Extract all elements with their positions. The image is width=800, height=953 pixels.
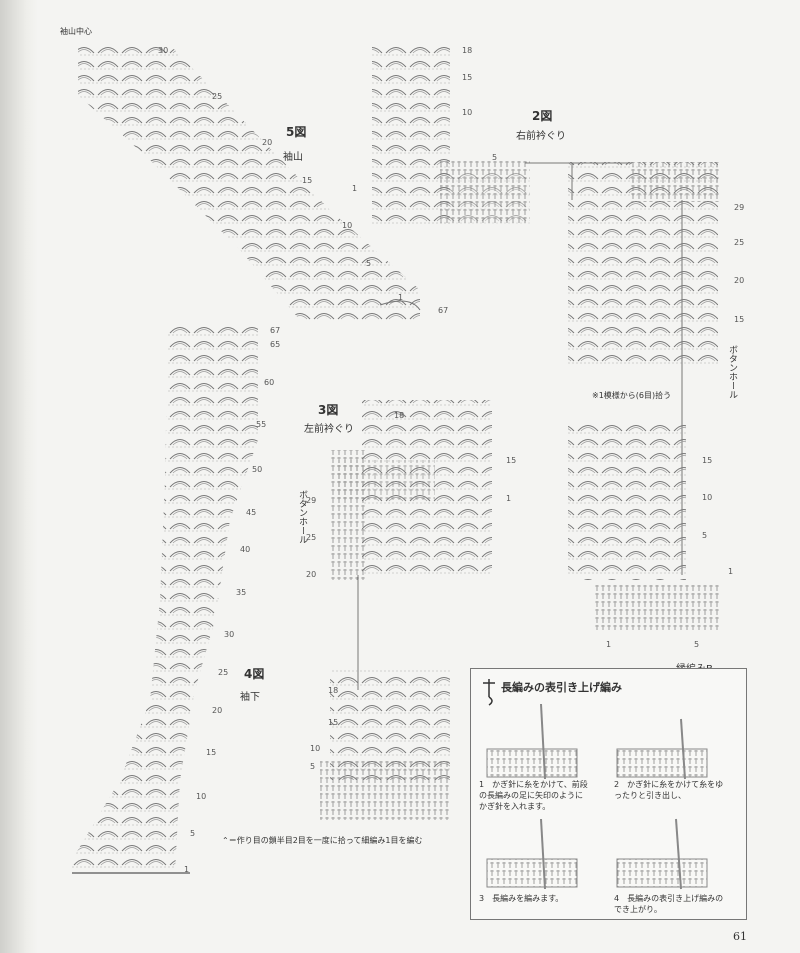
step-number: 1 <box>479 780 485 789</box>
book-gutter <box>0 0 38 953</box>
buttonhole-label-right: ボタンホール <box>727 345 737 399</box>
fig5-row-marker: 15 <box>302 176 313 185</box>
fig2-row-marker: 10 <box>462 108 473 117</box>
step-text: かぎ針に糸をかけて糸をゆったりと引き出し、 <box>614 780 724 800</box>
bottom-center-chart <box>320 670 450 820</box>
fig4-title: 4図 <box>244 667 265 681</box>
technique-illustrations <box>486 703 708 890</box>
fig4-row-marker: 5 <box>190 829 196 838</box>
fig3-row-marker: 29 <box>306 496 317 505</box>
lower-right-chart <box>568 425 720 630</box>
step-number: 4 <box>614 894 620 903</box>
fig4-row-marker: 30 <box>224 630 235 639</box>
fig2-row-marker: 5 <box>492 153 498 162</box>
lower-right-row-marker: 5 <box>702 531 708 540</box>
right-panel-row-marker: 29 <box>734 203 745 212</box>
step-2: 2 かぎ針に糸をかけて糸をゆったりと引き出し、 <box>614 779 724 801</box>
fig5-name: 袖山 <box>283 152 303 163</box>
fig4-row-marker: 45 <box>246 508 257 517</box>
fig3-row-marker: 20 <box>306 570 317 579</box>
pickup-note: ※1模様から(6目)拾う <box>592 391 672 400</box>
fig2-chart <box>372 45 530 225</box>
fig4-row-marker: 10 <box>196 792 207 801</box>
step-text: かぎ針に糸をかけて、前段の長編みの足に矢印のようにかぎ針を入れます。 <box>479 780 588 811</box>
fig5-title: 5図 <box>286 125 307 139</box>
fig3-row-marker: 15 <box>506 456 517 465</box>
lower-right-row-marker: 1 <box>606 640 612 649</box>
fig5-row-marker: 25 <box>212 92 223 101</box>
bottom-center-row-marker: 5 <box>310 762 316 771</box>
inset-title: 長編みの表引き上げ編み <box>501 681 622 694</box>
footnote: ⌃＝作り目の鎖半目2目を一度に拾って細編み1目を編む <box>222 836 423 845</box>
fig4-row-marker: 67 <box>270 326 281 335</box>
fig3-row-marker: 1 <box>506 494 512 503</box>
fig4-row-marker: 15 <box>206 748 217 757</box>
step-3: 3 長編みを編みます。 <box>479 893 589 904</box>
fig2-row-marker: 18 <box>462 46 473 55</box>
step-number: 3 <box>479 894 485 903</box>
fig2-title: 2図 <box>532 109 553 123</box>
lower-right-row-marker: 1 <box>728 567 734 576</box>
fig4-row-marker: 35 <box>236 588 247 597</box>
fig5-row-marker: 10 <box>342 221 353 230</box>
fig4-row-marker: 60 <box>264 378 275 387</box>
fig5-row-marker: 20 <box>262 138 273 147</box>
stitch-symbol-icon <box>483 679 495 706</box>
fig3-title: 3図 <box>318 403 339 417</box>
fig2-row-marker: 1 <box>352 184 358 193</box>
fig5-row-marker: 67 <box>438 306 449 315</box>
step-4: 4 長編みの表引き上げ編みのでき上がり。 <box>614 893 724 915</box>
fig5-chart <box>78 45 421 320</box>
bottom-center-row-marker: 10 <box>310 744 321 753</box>
fig4-row-marker: 1 <box>184 865 190 874</box>
lower-right-row-marker: 10 <box>702 493 713 502</box>
fig4-name: 袖下 <box>240 692 260 703</box>
buttonhole-label-left: ボタンホール <box>297 490 307 544</box>
fig5-row-marker: 5 <box>366 259 372 268</box>
fig4-chart <box>72 322 258 874</box>
right-panel-row-marker: 25 <box>734 238 745 247</box>
step-1: 1 かぎ針に糸をかけて、前段の長編みの足に矢印のようにかぎ針を入れます。 <box>479 779 589 812</box>
sleeve-cap-center-label: 袖山中心 <box>60 27 92 36</box>
bottom-center-row-marker: 18 <box>328 686 339 695</box>
fig4-row-marker: 65 <box>270 340 281 349</box>
fig4-row-marker: 55 <box>256 420 267 429</box>
fig5-row-marker: 30 <box>158 46 169 55</box>
fig3-chart <box>330 400 492 690</box>
lower-right-row-marker: 15 <box>702 456 713 465</box>
fig2-row-marker: 15 <box>462 73 473 82</box>
technique-inset: 長編みの表引き上げ編み 1 かぎ針に糸をかけて、前段の長編みの足に矢印のようにか… <box>470 668 747 920</box>
fig2-name: 右前衿ぐり <box>516 131 566 142</box>
right-panel-row-marker: 20 <box>734 276 745 285</box>
fig4-row-marker: 25 <box>218 668 229 677</box>
page-number: 61 <box>733 930 747 943</box>
step-number: 2 <box>614 780 620 789</box>
fig3-name: 左前衿ぐり <box>304 424 354 435</box>
step-text: 長編みの表引き上げ編みのでき上がり。 <box>614 894 724 914</box>
bottom-center-row-marker: 15 <box>328 718 339 727</box>
fig3-row-marker: 25 <box>306 533 317 542</box>
right-panel-row-marker: 15 <box>734 315 745 324</box>
step-text: 長編みを編みます。 <box>492 894 564 903</box>
fig4-row-marker: 20 <box>212 706 223 715</box>
fig4-row-marker: 40 <box>240 545 251 554</box>
fig5-row-marker: 1 <box>398 293 404 302</box>
fig3-row-marker: 18 <box>394 411 405 420</box>
fig4-row-marker: 50 <box>252 465 263 474</box>
lower-right-row-marker: 5 <box>694 640 700 649</box>
